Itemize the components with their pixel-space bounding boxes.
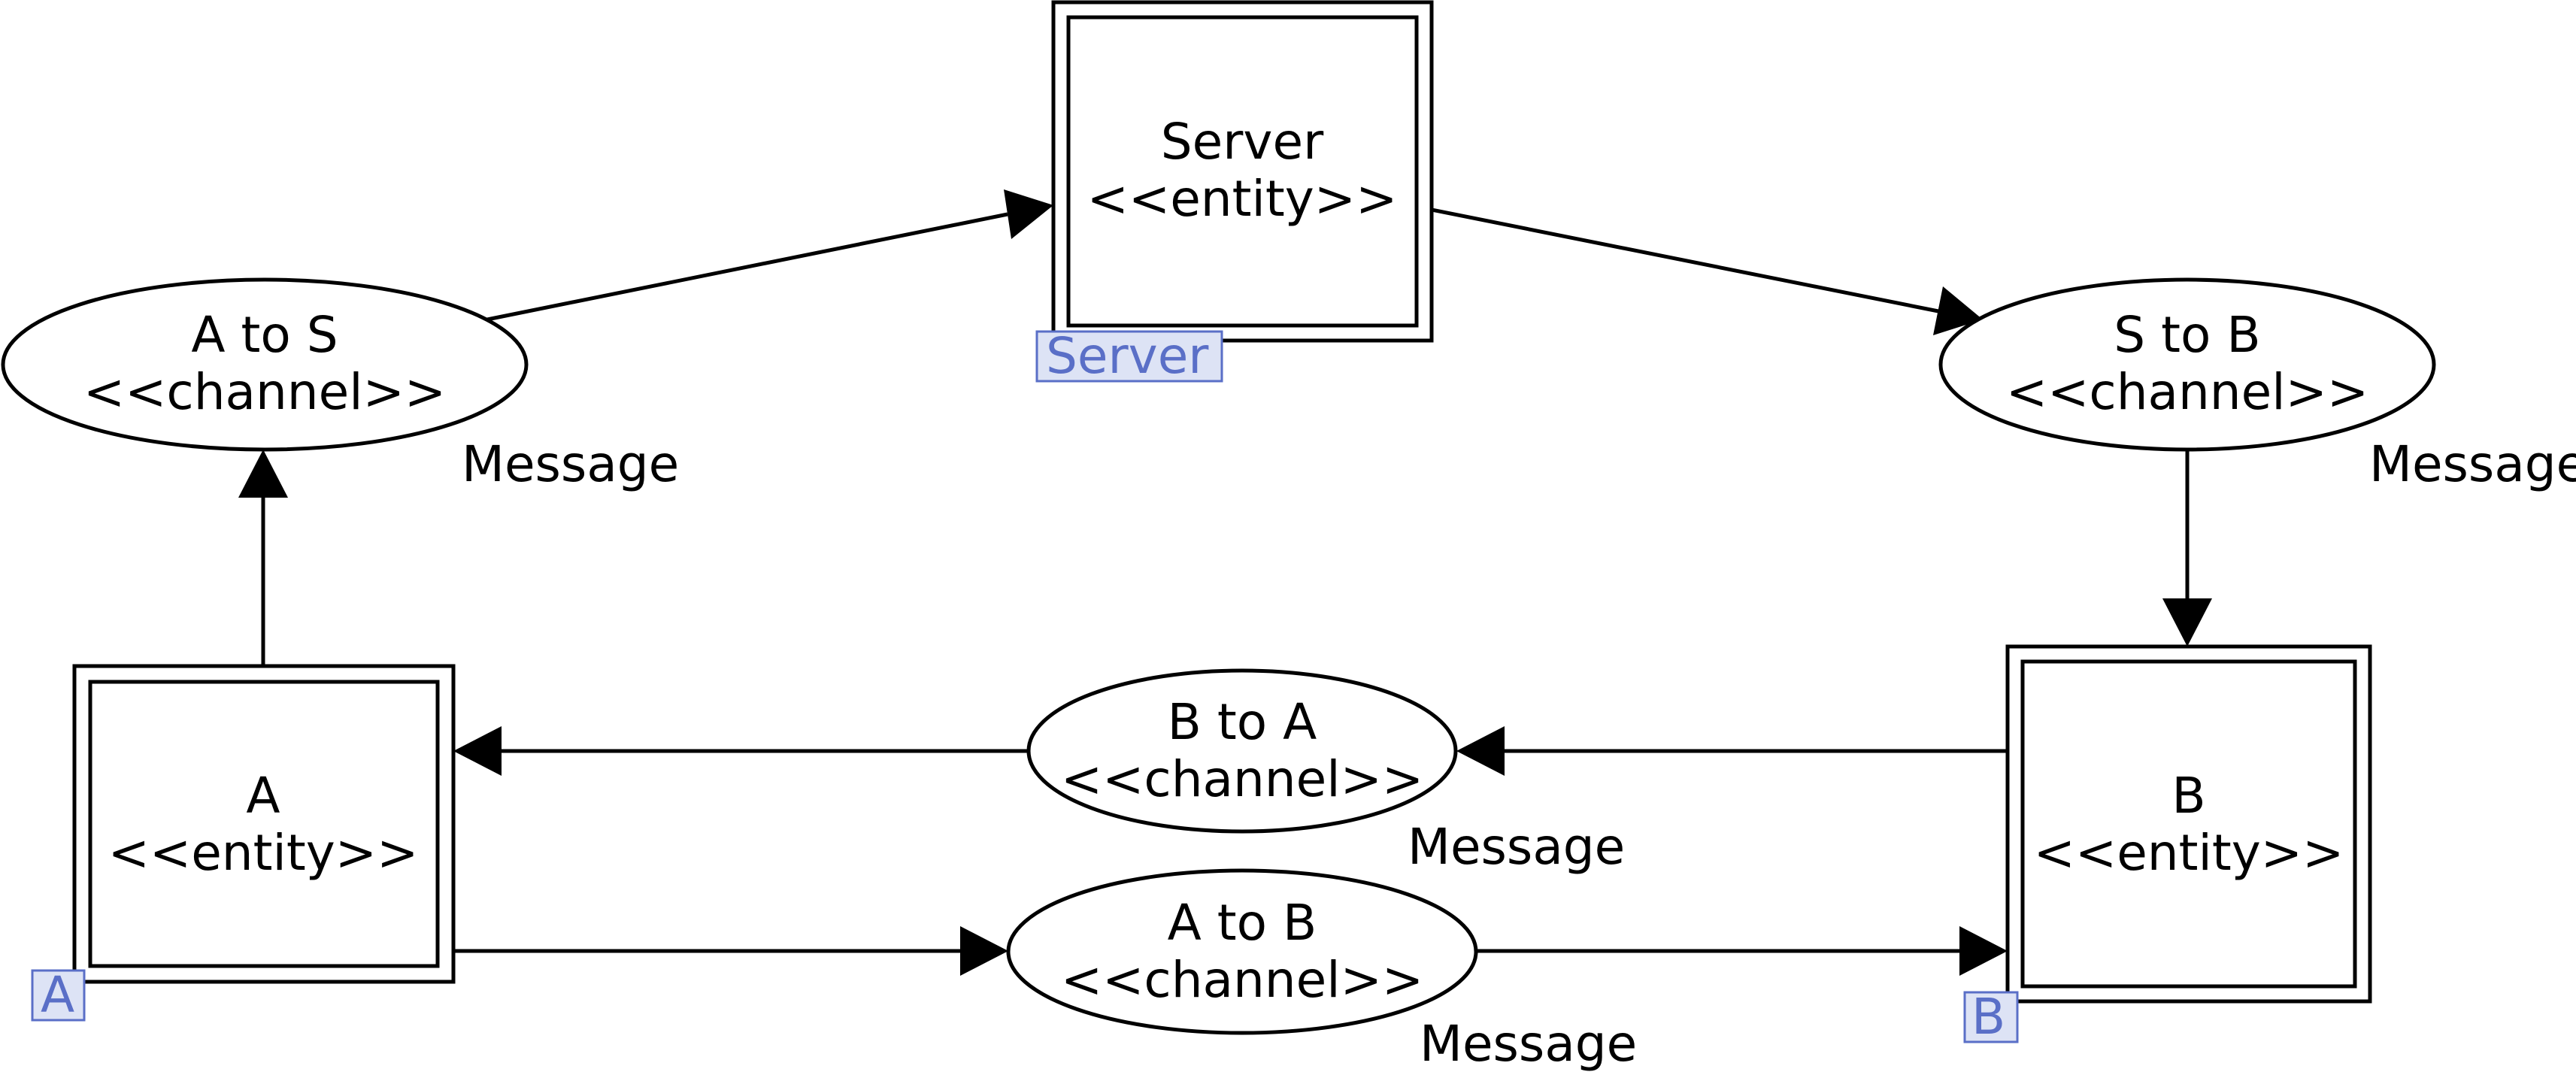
arc-a-to-a-to-b[interactable] [453,926,1008,976]
channel-s-to-b[interactable]: S to B <<channel>> [1938,277,2436,452]
channel-a-to-b-type: Message [1420,1015,1637,1072]
channel-a-to-b[interactable]: A to B <<channel>> [1006,868,1478,1035]
entity-b-stereotype: <<entity>> [2034,824,2344,882]
channel-a-to-b-name: A to B [1168,894,1317,952]
channel-b-to-a[interactable]: B to A <<channel>> [1026,668,1458,834]
arc-a-to-b-to-b[interactable] [1476,926,2008,976]
channel-s-to-b-type: Message [2369,435,2576,493]
entity-server-tag: Server [1035,327,1223,385]
channel-s-to-b-stereotype: <<channel>> [2006,363,2368,421]
channel-a-to-s-type: Message [462,435,679,493]
arc-server-to-s-to-b[interactable] [1431,207,1983,335]
channel-a-to-b-stereotype: <<channel>> [1061,951,1423,1009]
arc-b-to-b-to-a[interactable] [1456,726,2008,776]
channel-a-to-s[interactable]: A to S <<channel>> [1,277,529,452]
arc-a-to-s-to-server[interactable] [486,189,1053,322]
entity-a[interactable]: A <<entity>> [72,664,456,984]
entity-b[interactable]: B <<entity>> [2005,644,2372,1004]
entity-b-tag: B [1963,988,2019,1046]
arc-a-to-a-to-s[interactable] [238,450,288,666]
entity-server-stereotype: <<entity>> [1087,170,1398,228]
entity-b-name: B [2171,767,2205,825]
channel-a-to-s-name: A to S [191,306,338,364]
entity-a-tag: A [31,966,86,1024]
channel-a-to-s-stereotype: <<channel>> [83,363,446,421]
entity-a-stereotype: <<entity>> [108,824,419,882]
entity-server-tag-label: Server [1046,327,1209,385]
entity-server[interactable]: Server <<entity>> [1051,0,1434,343]
entity-b-tag-label: B [1971,988,2005,1046]
arc-b-to-a-to-a[interactable] [453,726,1029,776]
channel-s-to-b-name: S to B [2114,306,2260,364]
channel-b-to-a-name: B to A [1168,693,1317,751]
arc-s-to-b-to-b[interactable] [2162,450,2212,647]
entity-a-tag-label: A [41,966,74,1024]
entity-a-name: A [246,767,280,825]
entity-server-name: Server [1161,113,1324,171]
channel-b-to-a-stereotype: <<channel>> [1061,750,1423,808]
channel-b-to-a-type: Message [1408,818,1625,876]
